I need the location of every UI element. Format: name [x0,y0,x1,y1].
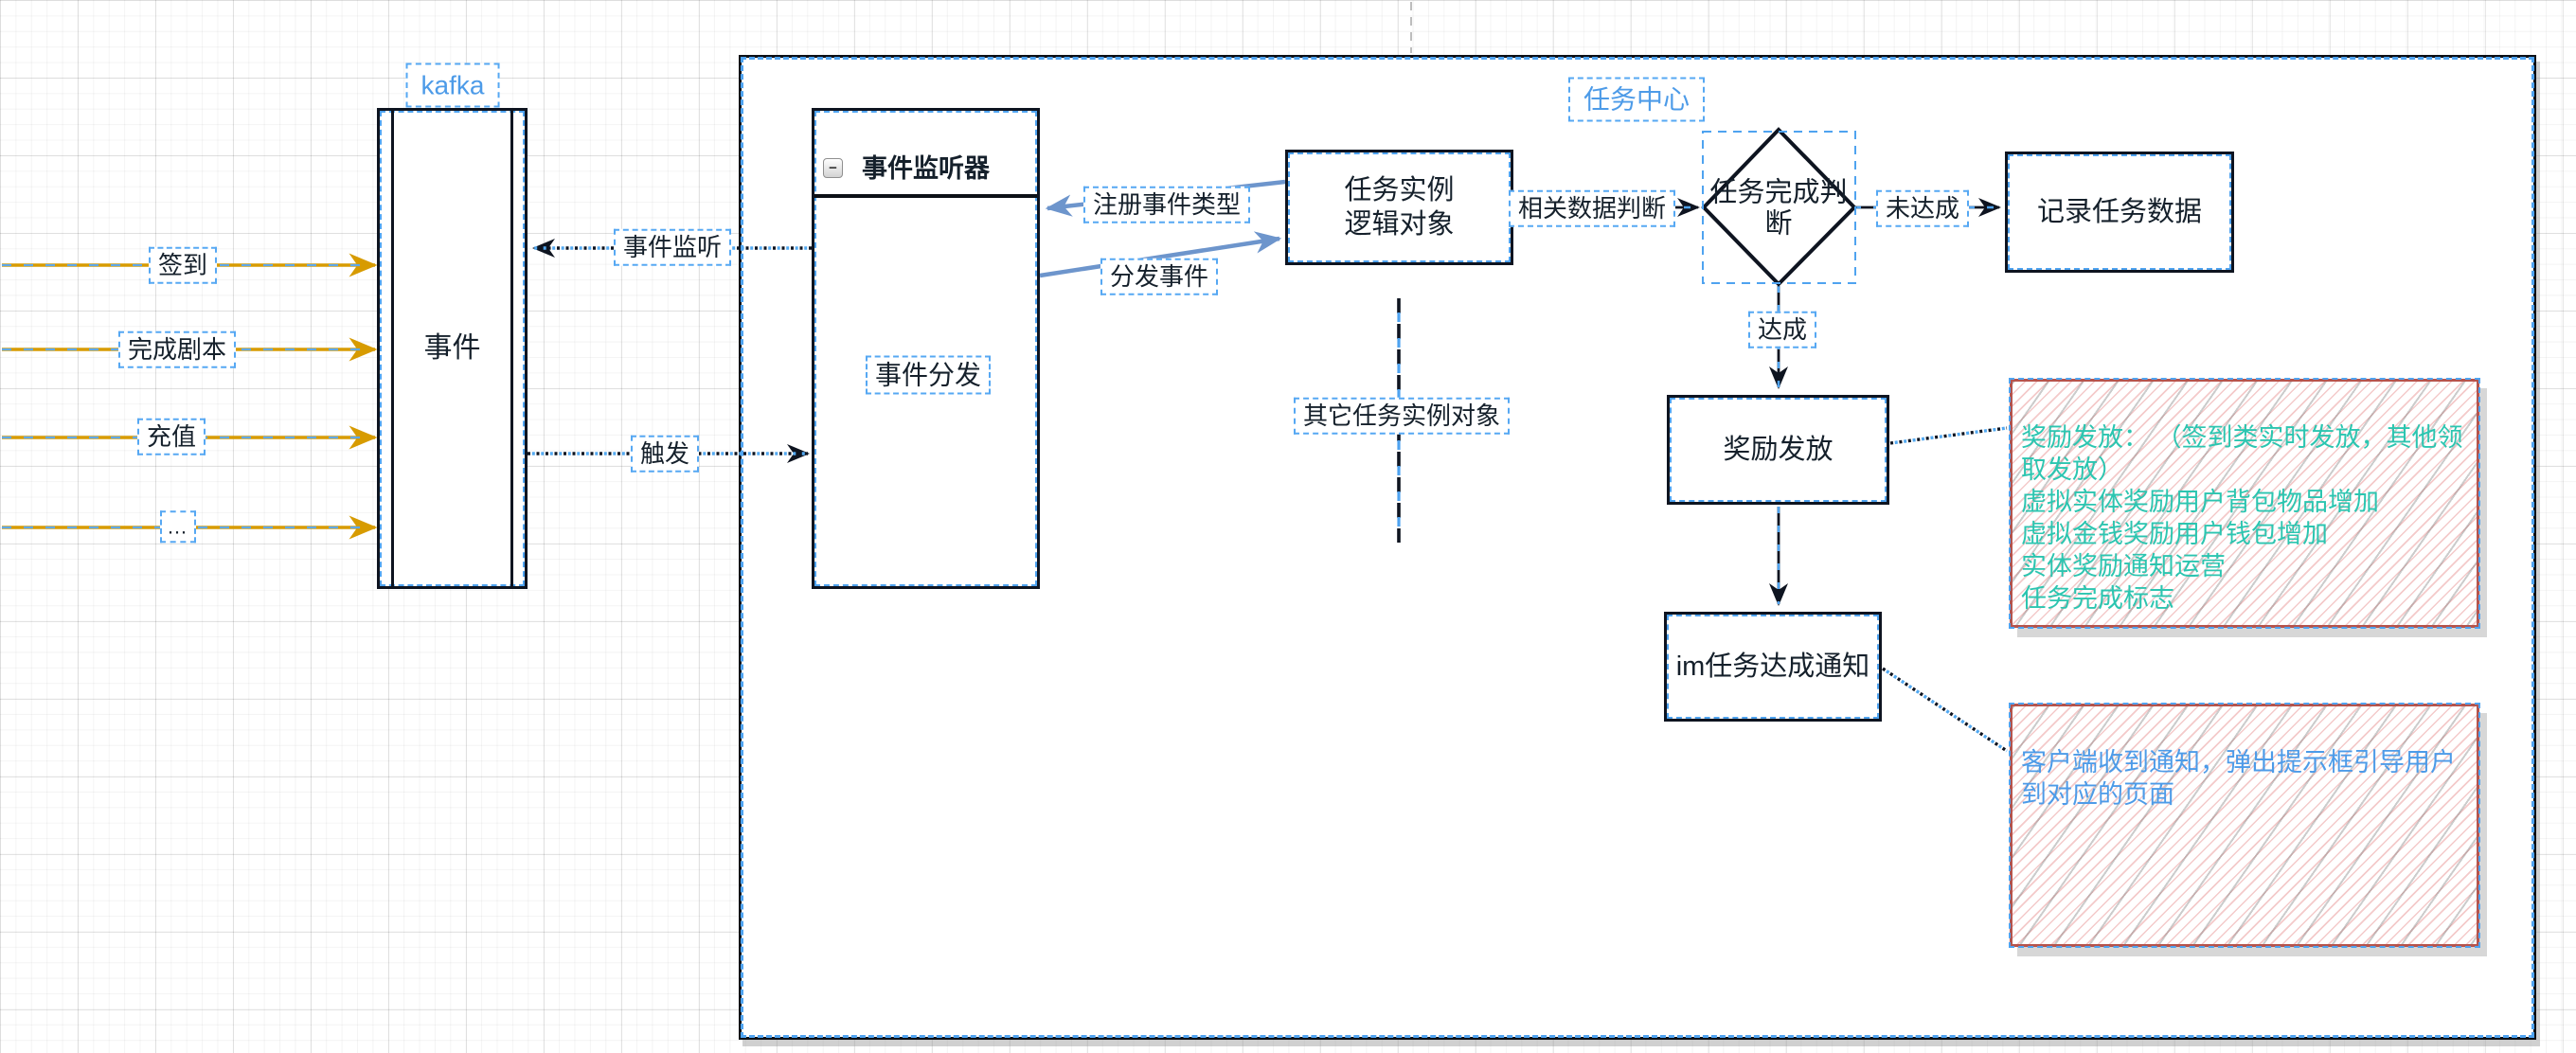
more-events-edge-label[interactable]: … [160,510,196,543]
recharge-edge-label[interactable]: 充值 [136,418,206,455]
client-annotation[interactable]: 客户端收到通知，弹出提示框引导用户到对应的页面 [2009,703,2480,948]
record-task-data-node[interactable]: 记录任务数据 [2005,152,2234,273]
reached-edge-label[interactable]: 达成 [1747,311,1817,348]
task-instance-node[interactable]: 任务实例 逻辑对象 [1285,150,1513,265]
trigger-edge-label[interactable]: 触发 [630,435,700,473]
signin-edge-label[interactable]: 签到 [148,246,218,284]
collapse-icon[interactable]: − [823,158,843,179]
event-node-label: 事件 [423,332,481,365]
event-listener-titlebar: − 事件监听器 [814,145,1037,199]
event-listener-title: 事件监听器 [862,154,990,184]
im-notify-node[interactable]: im任务达成通知 [1664,612,1882,722]
edge-dispatch-event[interactable] [1039,231,1282,278]
record-task-data-label: 记录任务数据 [2036,196,2202,227]
completion-check-diamond[interactable] [1701,127,1857,287]
edge-reward-note-link[interactable] [1889,426,2008,445]
dispatch-event-edge-label[interactable]: 分发事件 [1100,258,1219,295]
event-listen-edge-label[interactable]: 事件监听 [613,228,732,266]
edge-client-note-link[interactable] [1882,667,2008,753]
reward-grant-node[interactable]: 奖励发放 [1667,395,1889,505]
related-data-check-edge-label[interactable]: 相关数据判断 [1508,189,1676,227]
event-listener-node[interactable]: − 事件监听器 [812,108,1040,589]
kafka-frame-label[interactable]: kafka [405,62,500,108]
im-notify-label: im任务达成通知 [1675,651,1870,682]
task-center-frame-label[interactable]: 任务中心 [1567,77,1706,122]
completion-check-label: 任务完成判断 [1709,177,1848,240]
register-event-type-edge-label[interactable]: 注册事件类型 [1082,186,1251,223]
event-dispatch-label[interactable]: 事件分发 [865,355,992,395]
other-task-instance-label[interactable]: 其它任务实例对象 [1293,397,1511,435]
reward-annotation[interactable]: 奖励发放： （签到类实时发放，其他领取发放） 虚拟实体奖励用户背包物品增加 虚拟… [2009,378,2480,629]
event-node[interactable]: 事件 [377,108,528,589]
reward-grant-label: 奖励发放 [1723,434,1834,465]
not-reached-edge-label[interactable]: 未达成 [1875,189,1970,227]
complete-script-edge-label[interactable]: 完成剧本 [117,330,237,368]
task-instance-label: 任务实例 逻辑对象 [1344,174,1455,240]
